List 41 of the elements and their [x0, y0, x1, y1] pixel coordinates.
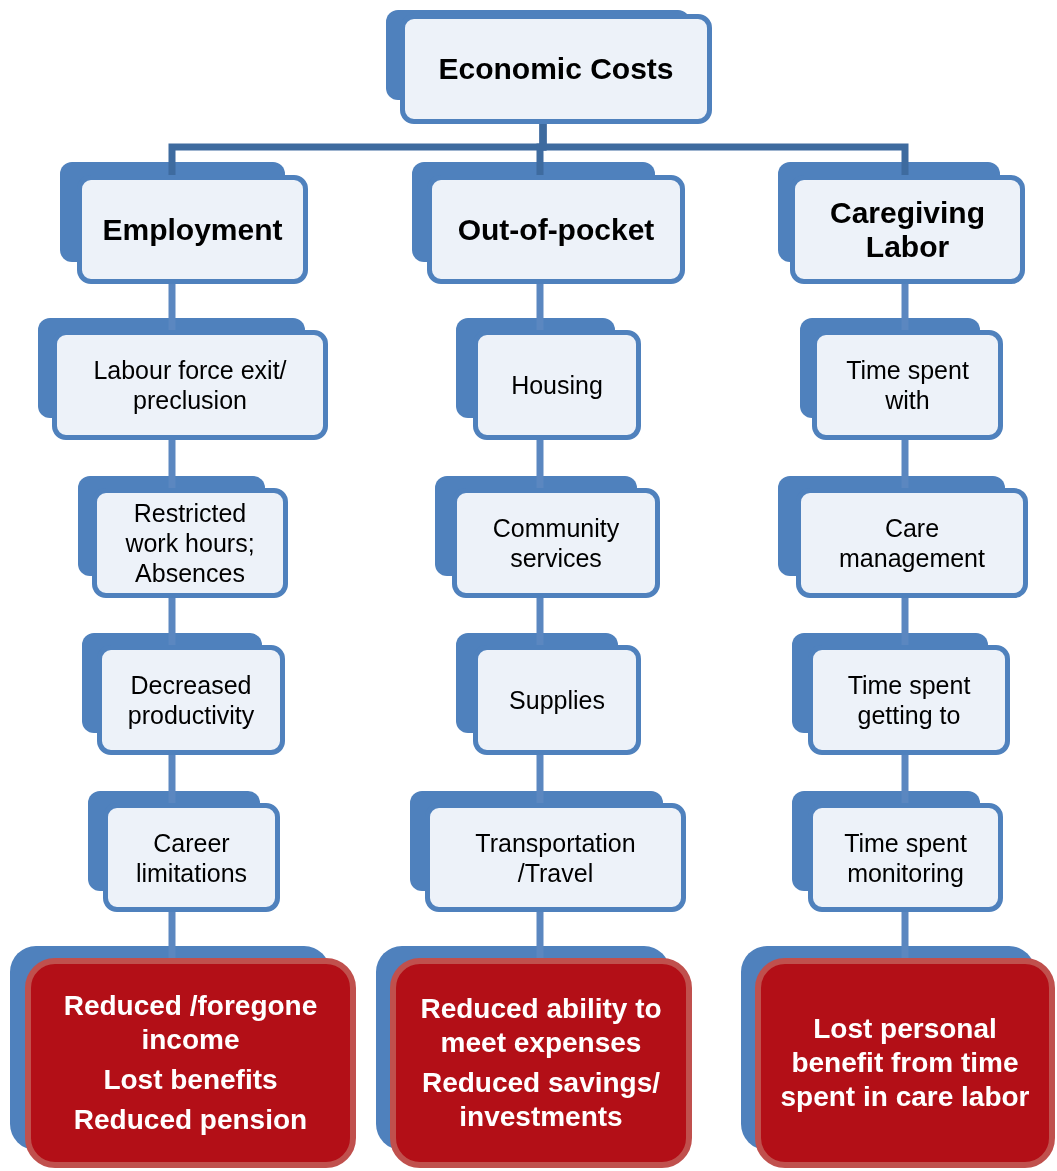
connector-line	[168, 912, 176, 958]
connector-line	[901, 440, 909, 488]
connector-line	[539, 124, 909, 175]
connector-line	[536, 440, 544, 488]
connector-line	[901, 755, 909, 803]
box-label: Lost personal benefit from time spent in care labor	[779, 1012, 1031, 1114]
box-label: Economic Costs	[438, 52, 674, 86]
connector-line	[168, 598, 176, 645]
box-label: Labour force exit/ preclusion	[92, 355, 288, 415]
connector-line	[536, 755, 544, 803]
box-label: Time spent with	[845, 355, 970, 415]
box-label: Lost benefits	[103, 1063, 278, 1097]
outcome-box	[25, 958, 356, 1168]
box-label: Care management	[838, 513, 986, 573]
box-label: Community services	[491, 513, 621, 573]
box-label: Reduced savings/ investments	[420, 1066, 662, 1134]
box-label: Reduced /foregone income	[62, 989, 319, 1057]
box-label: Reduced ability to meet expenses	[419, 992, 663, 1060]
box-label: Reduced pension	[73, 1103, 308, 1137]
connector-line	[901, 598, 909, 645]
outcome-box	[755, 958, 1055, 1168]
box-label: Time spent monitoring	[843, 827, 968, 888]
connector-line	[536, 912, 544, 958]
connector-line	[536, 598, 544, 645]
box-label: Housing	[511, 370, 603, 400]
box-label: Supplies	[509, 685, 605, 715]
connector-line	[901, 912, 909, 958]
box-label: Restricted work hours; Absences	[124, 498, 256, 588]
box-label: Decreased productivity	[126, 670, 256, 730]
connector-line	[536, 284, 544, 330]
connector-line	[168, 440, 176, 488]
box-label: Time spent getting to	[846, 670, 972, 730]
connector-line	[168, 284, 176, 330]
box-label: Caregiving Labor	[828, 195, 986, 264]
box-label: Transportation /Travel	[474, 827, 637, 888]
connector-line	[901, 284, 909, 330]
outcome-box	[390, 958, 692, 1168]
box-label: Employment	[102, 212, 283, 247]
box-label: Career limitations	[134, 827, 249, 888]
connector-line	[168, 755, 176, 803]
box-label: Out-of-pocket	[457, 212, 655, 247]
